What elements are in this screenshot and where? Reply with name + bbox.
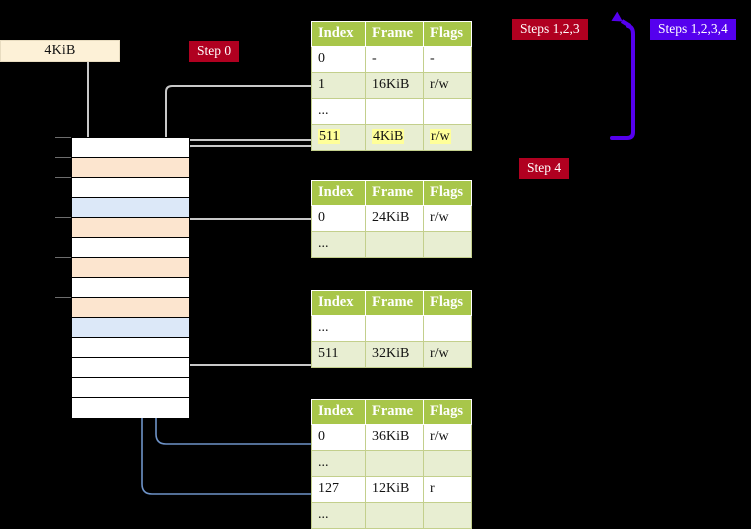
cell-frame: 36KiB	[365, 424, 424, 451]
cell-flags: r/w	[423, 424, 472, 451]
cell-index: 127	[311, 476, 366, 503]
table-header-row: Index Frame Flags	[311, 180, 472, 206]
connector-pdpt-0-to-memory	[173, 218, 311, 259]
badge-step-0: Step 0	[189, 41, 240, 62]
badge-steps-1234: Steps 1,2,3,4	[650, 19, 736, 40]
column-header-flags: Flags	[423, 399, 472, 425]
cell-flags: -	[423, 46, 472, 73]
cell-flags: r/w	[423, 341, 472, 368]
cell-frame	[365, 231, 424, 258]
cell-index: 511	[311, 124, 366, 151]
frame-size-box: 4KiB	[0, 40, 120, 62]
cell-frame: -	[365, 46, 424, 73]
memory-row-tick	[55, 137, 71, 138]
memory-row	[72, 338, 189, 358]
column-header-index: Index	[311, 21, 366, 47]
cell-index: 0	[311, 205, 366, 232]
table-row: 0--	[311, 46, 472, 73]
frame-size-label: 4KiB	[44, 43, 76, 58]
cell-index: 0	[311, 46, 366, 73]
cell-index: ...	[311, 98, 366, 125]
cell-index: 511	[311, 341, 366, 368]
memory-row	[72, 358, 189, 378]
column-header-frame: Frame	[365, 180, 424, 206]
cell-index: ...	[311, 231, 366, 258]
table-header-row: Index Frame Flags	[311, 21, 472, 47]
cell-frame	[365, 502, 424, 529]
cell-flags: r/w	[423, 205, 472, 232]
cell-frame: 12KiB	[365, 476, 424, 503]
column-header-index: Index	[311, 180, 366, 206]
cell-frame: 4KiB	[365, 124, 424, 151]
table-header-row: Index Frame Flags	[311, 290, 472, 316]
column-header-index: Index	[311, 290, 366, 316]
table-row: ...	[311, 450, 472, 477]
cell-flags	[423, 502, 472, 529]
memory-row	[72, 178, 189, 198]
memory-row	[72, 238, 189, 258]
badge-step-4: Step 4	[519, 158, 570, 179]
column-header-index: Index	[311, 399, 366, 425]
cell-frame: 32KiB	[365, 341, 424, 368]
table-row: ...	[311, 231, 472, 258]
memory-row-tick	[55, 217, 71, 218]
cell-frame: 16KiB	[365, 72, 424, 99]
memory-row	[72, 138, 189, 158]
cell-index: ...	[311, 450, 366, 477]
memory-row	[72, 198, 189, 218]
column-header-flags: Flags	[423, 21, 472, 47]
cell-flags	[423, 450, 472, 477]
memory-row-tick	[55, 297, 71, 298]
table-row: ...	[311, 98, 472, 125]
memory-row-tick	[55, 177, 71, 178]
cell-index: ...	[311, 315, 366, 342]
column-header-flags: Flags	[423, 180, 472, 206]
cell-frame	[365, 450, 424, 477]
cell-index: 1	[311, 72, 366, 99]
cell-frame: 24KiB	[365, 205, 424, 232]
memory-row	[72, 158, 189, 178]
cell-index: 0	[311, 424, 366, 451]
table-row: ...	[311, 502, 472, 529]
column-header-frame: Frame	[365, 399, 424, 425]
memory-row	[72, 298, 189, 318]
column-header-flags: Flags	[423, 290, 472, 316]
memory-row	[72, 218, 189, 238]
connector-pml4-to-frame-row1	[179, 145, 311, 157]
memory-row	[72, 398, 189, 418]
column-header-frame: Frame	[365, 21, 424, 47]
cell-flags	[423, 98, 472, 125]
cell-index: ...	[311, 502, 366, 529]
cell-flags: r/w	[423, 124, 472, 151]
memory-row	[72, 258, 189, 278]
table-header-row: Index Frame Flags	[311, 399, 472, 425]
table-row: ...	[311, 315, 472, 342]
cell-flags	[423, 315, 472, 342]
column-header-frame: Frame	[365, 290, 424, 316]
memory-row	[72, 278, 189, 298]
cell-flags: r/w	[423, 72, 472, 99]
memory-row-tick	[55, 157, 71, 158]
memory-row-tick	[55, 257, 71, 258]
cell-flags	[423, 231, 472, 258]
memory-row	[72, 378, 189, 398]
cell-frame	[365, 315, 424, 342]
cell-frame	[365, 98, 424, 125]
badge-steps-123: Steps 1,2,3	[512, 19, 588, 40]
memory-row	[72, 318, 189, 338]
physical-memory-column	[71, 137, 190, 418]
bracket-steps-1234	[610, 11, 635, 140]
cell-flags: r	[423, 476, 472, 503]
